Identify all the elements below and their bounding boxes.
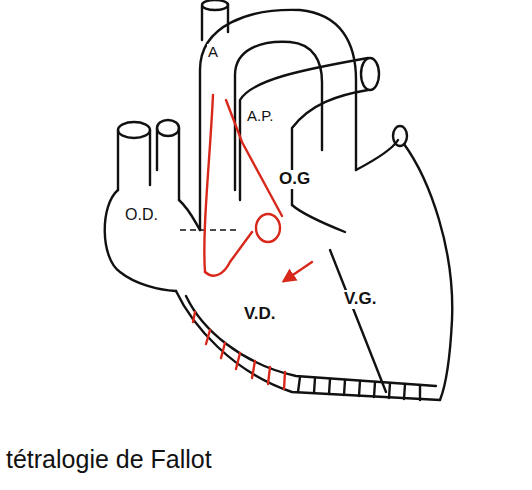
part-label: V.D. xyxy=(243,305,277,324)
part-label: O.D. xyxy=(124,206,159,224)
part-label: A.P. xyxy=(246,108,274,125)
figure-caption: tétralogie de Fallot xyxy=(6,446,212,474)
part-label: O.G xyxy=(278,170,311,189)
part-label: V.G. xyxy=(343,290,377,309)
part-label: A xyxy=(207,44,219,61)
